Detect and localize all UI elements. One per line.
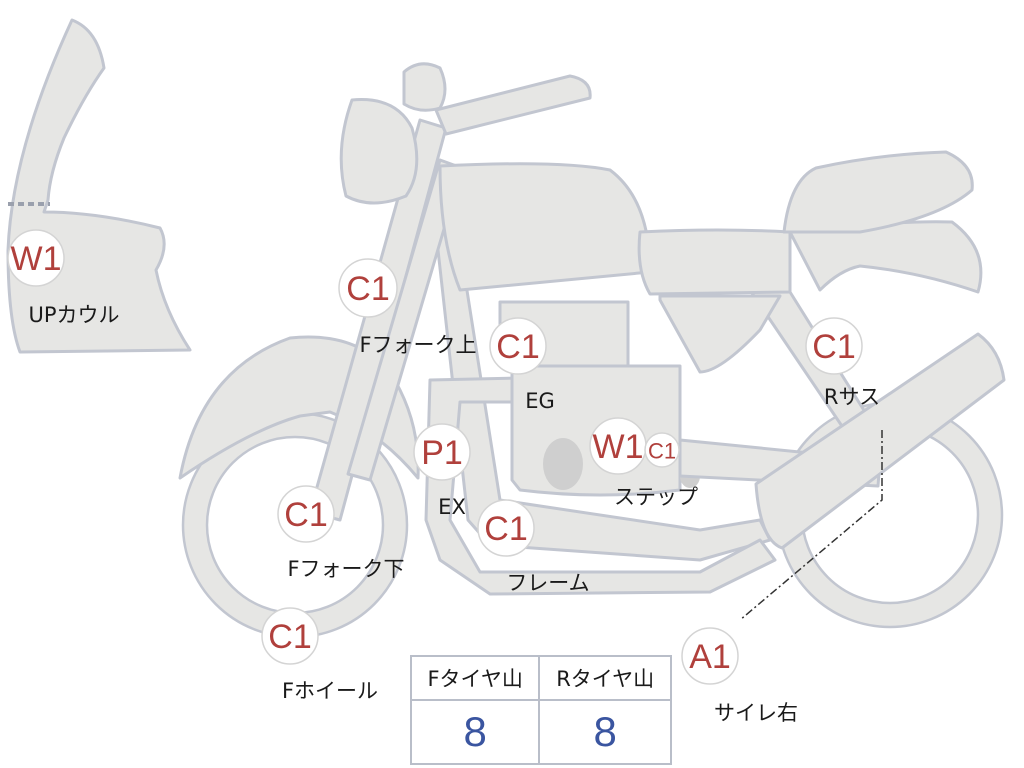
badge-code: W1 [593,428,644,466]
part-label: Rサス [824,385,880,409]
leader-line [739,430,883,621]
badge-circle [489,317,547,375]
badge-code: C1 [496,328,539,366]
part-label: Fホイール [282,679,378,703]
badge-circle [805,317,863,375]
badge-code: A1 [689,638,731,676]
rear-tire-header: Rタイヤ山 [538,655,672,701]
badge-step: W1 ステップ [589,417,698,509]
badge-circle [277,485,335,543]
badge-code: C1 [284,496,327,534]
badge-circle [644,432,680,468]
rear-tire-value: 8 [538,699,672,765]
part-label: ステップ [614,485,698,509]
badge-circle [338,258,398,318]
part-label: サイレ右 [714,701,798,725]
badge-silencer-right: A1 サイレ右 [681,627,798,725]
silencer [754,332,1006,550]
part-label: フレーム [506,571,589,595]
badge-code: C1 [648,439,676,464]
badge-code: W1 [11,240,62,278]
handlebar [434,74,592,136]
meter [402,62,447,112]
front-tire-header: Fタイヤ山 [409,655,541,701]
badge-circle [681,627,739,685]
badge-code: C1 [346,270,389,308]
badge-step-extra: C1 [644,432,680,468]
headlight [339,98,419,205]
front-tire-value: 8 [409,699,541,765]
badge-frame: C1 フレーム [477,499,590,595]
part-label: EX [438,495,466,519]
side-panel [658,294,782,374]
badge-circle [261,607,319,665]
part-label: Fフォーク下 [287,557,404,581]
badge-circle [413,423,471,481]
fuel-tank [438,162,652,292]
part-label: EG [525,389,555,413]
badge-code: C1 [812,328,855,366]
engine-cover [543,438,583,490]
badge-circle [7,229,65,287]
badge-code: P1 [421,434,463,472]
down-tube [424,376,777,596]
badge-code: C1 [268,618,311,656]
front-fork [308,118,448,522]
seat [782,150,974,234]
tire-tread-table: Fタイヤ山 Rタイヤ山 8 8 [409,655,672,765]
part-label: Fフォーク上 [359,333,476,357]
seat-front [637,228,792,296]
badge-circle [477,499,535,557]
badge-code: C1 [484,510,527,548]
part-label: UPカウル [28,303,119,327]
